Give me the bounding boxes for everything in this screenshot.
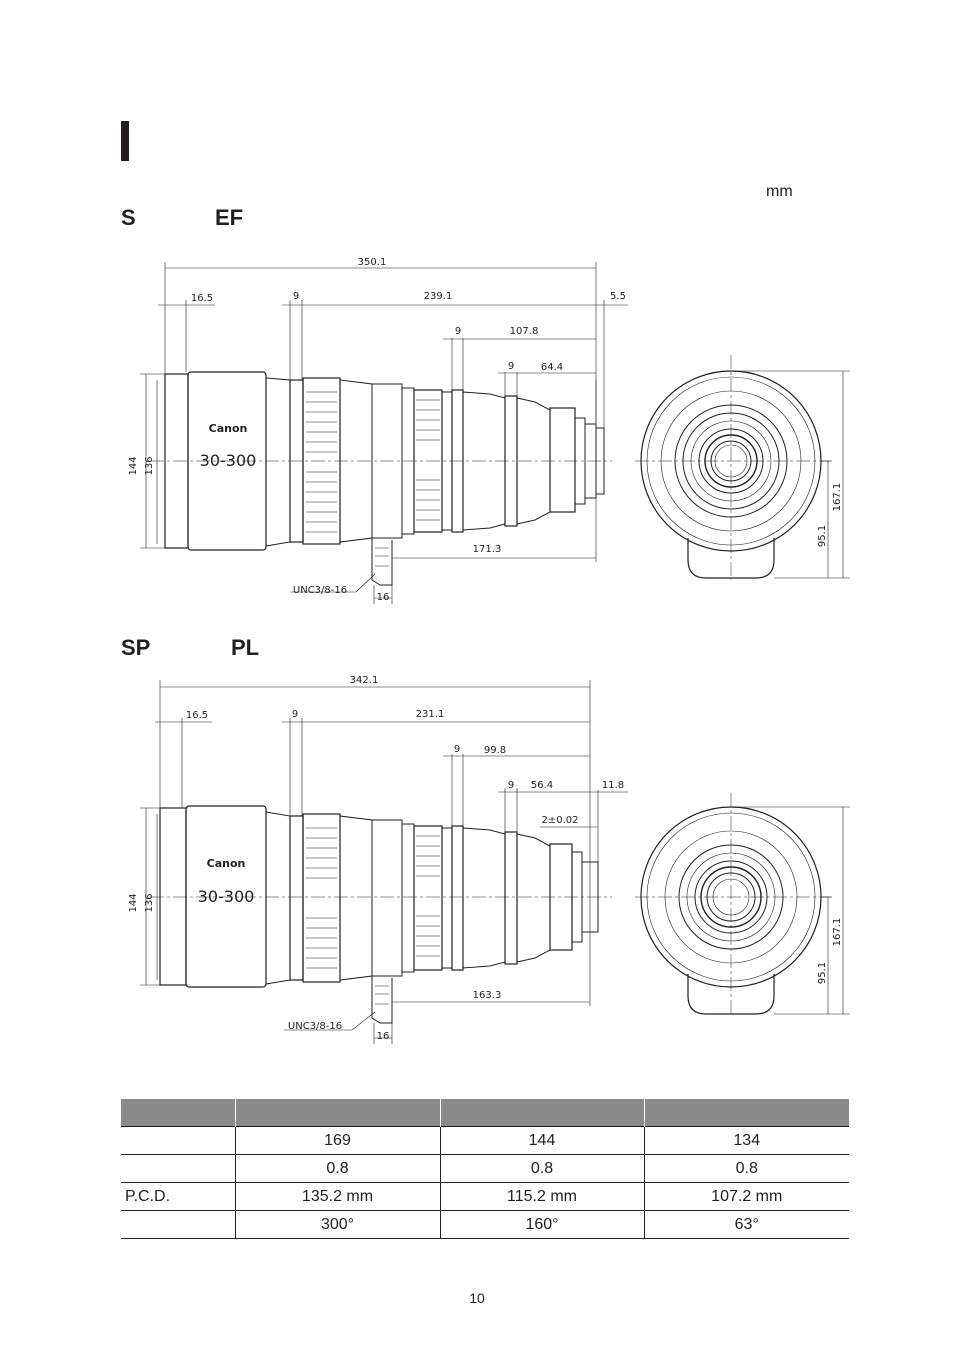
pl-dimension-drawing: 342.1 16.5 9 231.1 9 99.8 9 56.4 11.8 2±…	[128, 675, 850, 1044]
model-text: 30-300	[198, 887, 255, 906]
dim-rear-gap: 11.8	[602, 780, 624, 791]
table-header-cell	[121, 1099, 235, 1127]
dim-tripod: 163.3	[473, 990, 502, 1001]
table-header-cell	[643, 1099, 849, 1127]
dim-overall: 342.1	[350, 675, 379, 686]
dim-height-total: 167.1	[832, 918, 843, 947]
dim-flange: 2±0.02	[541, 815, 578, 826]
dim-diameter-inner: 136	[144, 456, 155, 475]
section-1-label-right: EF	[215, 205, 244, 230]
dim-front: 16.5	[186, 710, 208, 721]
table-cell: 134	[643, 1126, 849, 1155]
dim-ring-3: 9	[508, 361, 514, 372]
unit-label: mm	[766, 183, 793, 200]
table-cell	[121, 1126, 235, 1155]
dim-rear: 64.4	[541, 362, 563, 373]
dim-ring-1: 9	[292, 709, 298, 720]
dim-height-axis: 95.1	[817, 962, 828, 984]
dim-screw-width: 16	[377, 1031, 390, 1042]
brand-logo: Canon	[209, 422, 248, 435]
dim-screw-width: 16	[377, 592, 390, 603]
page-number: 10	[469, 1290, 485, 1306]
table-row: 169 144 134	[121, 1126, 849, 1155]
dim-diameter-inner: 136	[144, 893, 155, 912]
dim-to-rear: 231.1	[416, 709, 445, 720]
table-cell: 160°	[439, 1210, 644, 1239]
dim-screw: UNC3/8-16	[293, 585, 347, 596]
section-2-label-left: SP	[121, 635, 151, 660]
table-header-row	[121, 1099, 849, 1127]
table-cell: 0.8	[643, 1154, 849, 1183]
section-2-label-right: PL	[231, 635, 260, 660]
table-header-cell	[439, 1099, 644, 1127]
table-row: P.C.D. 135.2 mm 115.2 mm 107.2 mm	[121, 1182, 849, 1211]
table-cell: P.C.D.	[121, 1182, 235, 1211]
dim-ring-3: 9	[508, 780, 514, 791]
table-cell: 107.2 mm	[643, 1182, 849, 1211]
dim-front: 16.5	[191, 293, 213, 304]
dim-to-rear: 239.1	[424, 291, 453, 302]
ef-dimension-drawing: 350.1 16.5 9 239.1 5.5 9 107.8 9 64.4 17…	[128, 257, 850, 604]
dim-diameter-outer: 144	[128, 893, 139, 912]
table-cell: 115.2 mm	[439, 1182, 644, 1211]
model-text: 30-300	[200, 451, 257, 470]
table-cell: 300°	[234, 1210, 440, 1239]
table-row: 0.8 0.8 0.8	[121, 1154, 849, 1183]
title-bar-mark	[121, 121, 129, 161]
table-cell: 144	[439, 1126, 644, 1155]
dim-overall: 350.1	[358, 257, 387, 268]
table-cell: 0.8	[234, 1154, 440, 1183]
brand-logo: Canon	[207, 857, 246, 870]
table-cell	[121, 1210, 235, 1239]
dim-tripod: 171.3	[473, 544, 502, 555]
mount-spec-table: 169 144 134 0.8 0.8 0.8 P.C.D. 135.2 mm …	[121, 1099, 849, 1239]
table-cell: 135.2 mm	[234, 1182, 440, 1211]
table-header-cell	[234, 1099, 440, 1127]
table-cell: 169	[234, 1126, 440, 1155]
dim-height-total: 167.1	[832, 483, 843, 512]
dim-rear-gap: 5.5	[610, 291, 626, 302]
table-cell: 0.8	[439, 1154, 644, 1183]
table-cell	[121, 1154, 235, 1183]
dim-ring-1: 9	[293, 291, 299, 302]
dim-screw: UNC3/8-16	[288, 1021, 342, 1032]
table-cell: 63°	[643, 1210, 849, 1239]
dim-diameter-outer: 144	[128, 456, 139, 475]
section-1-label-left: S	[121, 205, 136, 230]
dim-ring-2: 9	[454, 744, 460, 755]
table-row: 300° 160° 63°	[121, 1210, 849, 1239]
dim-height-axis: 95.1	[817, 525, 828, 547]
dim-mid: 99.8	[484, 745, 506, 756]
dim-mid: 107.8	[510, 326, 539, 337]
dim-rear: 56.4	[531, 780, 553, 791]
dim-ring-2: 9	[455, 326, 461, 337]
